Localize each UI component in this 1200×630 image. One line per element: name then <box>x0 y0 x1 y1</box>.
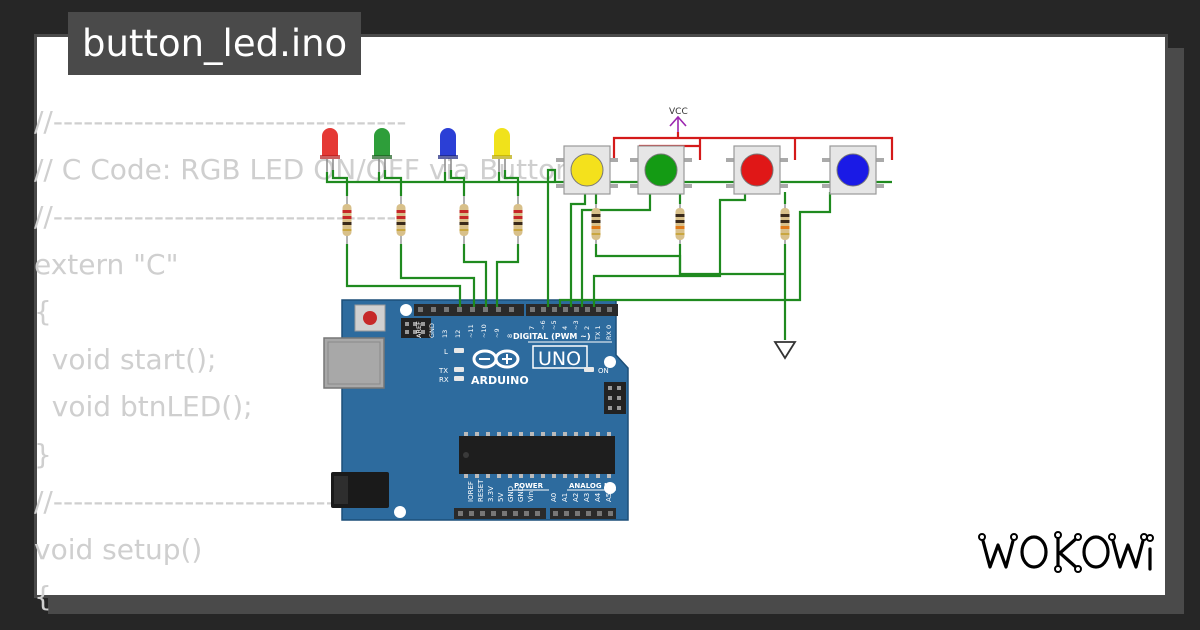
pushbutton-yellow[interactable] <box>556 145 618 195</box>
led-blue[interactable] <box>438 128 458 172</box>
pushbutton-green[interactable] <box>630 145 692 195</box>
wokwi-logo: WOKWi <box>976 525 1154 577</box>
icsp-header <box>401 318 626 414</box>
code-line: { <box>34 295 52 328</box>
resistor-7 <box>780 204 790 244</box>
pushbutton-red[interactable] <box>726 145 788 195</box>
atmega-chip <box>459 432 615 478</box>
pin-label: A0 <box>550 493 558 502</box>
code-line: void start(); <box>34 342 217 376</box>
resistor-5 <box>591 204 601 244</box>
pin-label: RESET <box>477 479 485 502</box>
code-line: extern "C" <box>34 247 179 281</box>
pin-label: A2 <box>572 493 580 502</box>
led-rx-label: RX <box>439 376 449 384</box>
led-l <box>454 348 464 353</box>
pin-label: A1 <box>561 493 569 502</box>
led-on-label: ON <box>598 367 609 375</box>
reset-button[interactable] <box>354 304 386 332</box>
board-model: UNO <box>538 348 581 370</box>
led-green[interactable] <box>372 128 392 172</box>
pin-label: ~11 <box>467 324 475 338</box>
arduino-uno-board: AREF GND 13 12 ~11 ~10 ~9 8 7 ~6 ~5 4 ~3… <box>323 299 629 521</box>
pin-label: Vin <box>527 491 535 502</box>
analog-header <box>550 508 616 519</box>
pushbutton-blue[interactable] <box>822 145 884 195</box>
led-rx <box>454 376 464 381</box>
pin-label: IOREF <box>467 481 475 502</box>
pin-label: A5 <box>605 493 613 502</box>
pin-label: 3.3V <box>487 486 495 502</box>
pin-label: ~3 <box>572 320 580 330</box>
pin-label: AREF <box>415 321 423 338</box>
pin-label: 12 <box>454 330 462 338</box>
power-header <box>454 508 546 519</box>
resistor-3 <box>459 196 469 244</box>
led-on <box>584 367 594 372</box>
pin-label: ~6 <box>539 320 547 330</box>
pin-label: RX 0 <box>605 325 613 340</box>
vcc-symbol <box>669 115 687 132</box>
resistor-4 <box>513 196 523 244</box>
resistor-6 <box>675 204 685 244</box>
led-tx <box>454 367 464 372</box>
power-label: POWER <box>514 482 544 490</box>
ground-symbol <box>773 341 797 360</box>
pin-label: TX 1 <box>594 325 602 341</box>
pin-label: ~10 <box>480 324 488 338</box>
led-red[interactable] <box>320 128 340 172</box>
led-yellow[interactable] <box>492 128 512 172</box>
digital-label: DIGITAL (PWM ~) <box>513 332 591 341</box>
vcc-label: VCC <box>669 107 688 117</box>
analog-label: ANALOG IN <box>569 482 613 490</box>
pin-label: 13 <box>441 330 449 338</box>
usb-port <box>323 337 385 389</box>
pin-label: 8 <box>506 334 514 338</box>
pin-label: ~5 <box>550 320 558 330</box>
digital-header-left <box>414 304 524 316</box>
code-line: //----------------------------------- <box>34 105 407 138</box>
pin-label: GND <box>428 323 436 338</box>
pin-label: GND <box>507 486 515 502</box>
pin-label: 2 <box>583 326 591 330</box>
pin-label: GND <box>517 486 525 502</box>
led-tx-label: TX <box>438 367 448 375</box>
code-line: void setup() <box>34 532 203 566</box>
pin-label: 4 <box>561 326 569 330</box>
code-line: void btnLED(); <box>34 390 253 423</box>
project-title: button_led.ino <box>68 12 362 75</box>
arduino-infinity-logo <box>472 349 520 369</box>
pin-label: ~9 <box>493 328 501 338</box>
wokwi-logo-mark <box>978 531 1154 573</box>
resistor-1 <box>342 196 352 244</box>
board-brand: ARDUINO <box>471 374 529 387</box>
led-l-label: L <box>444 348 448 356</box>
pin-label: 5V <box>497 493 505 502</box>
pin-label: A3 <box>583 493 591 502</box>
code-line: } <box>34 437 52 471</box>
resistor-2 <box>396 196 406 244</box>
pin-label: A4 <box>594 492 602 502</box>
code-line: { <box>34 580 52 613</box>
pin-label: 7 <box>528 326 536 330</box>
